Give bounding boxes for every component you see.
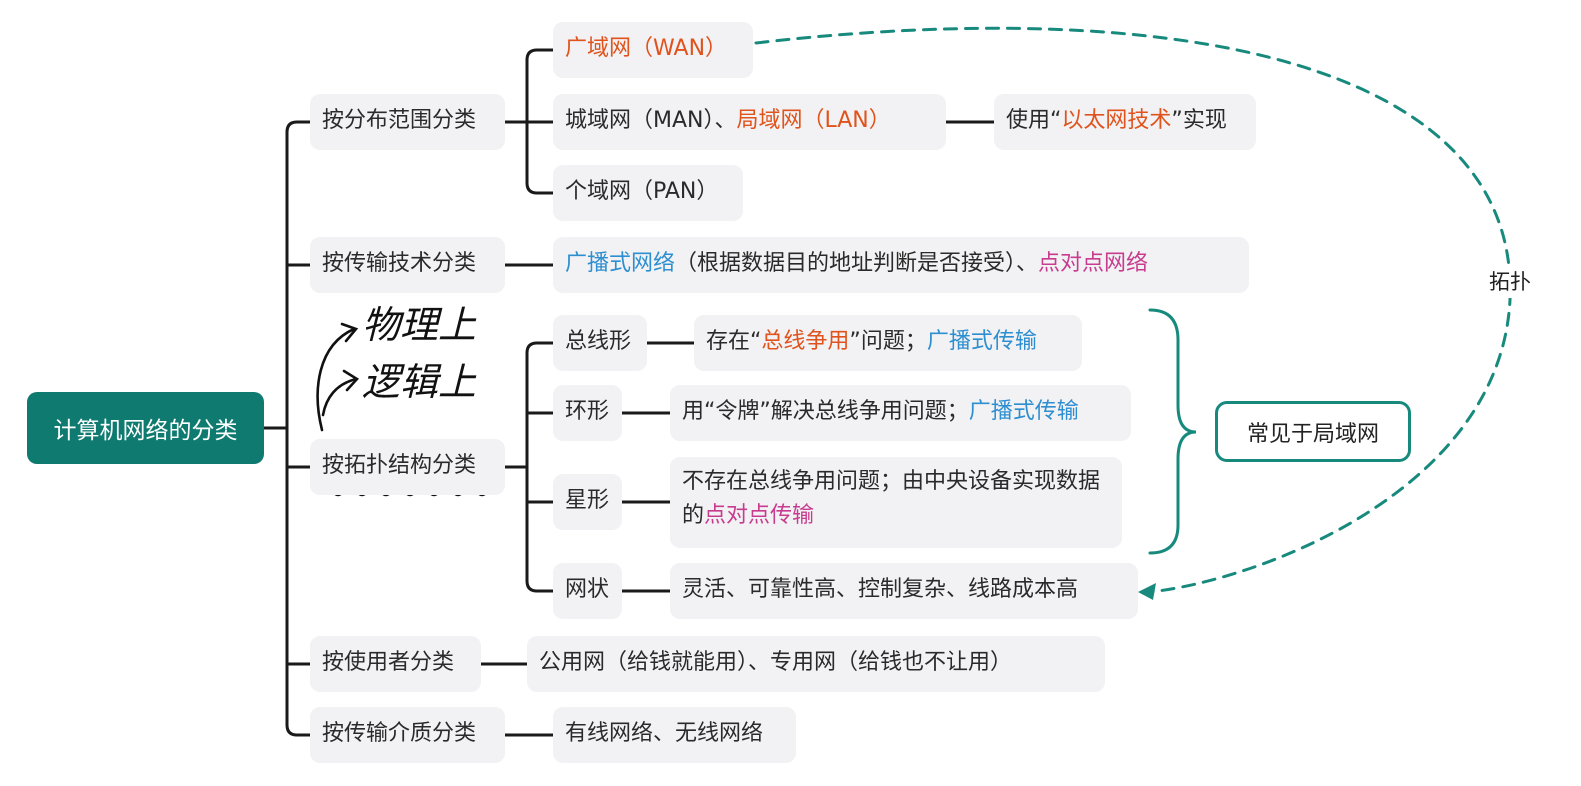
lan-note-highlight: 以太网技术 xyxy=(1061,108,1172,133)
node-ring[interactable]: 环形 xyxy=(553,385,622,441)
node-pan[interactable]: 个域网（PAN） xyxy=(553,165,743,221)
pan-label: 个域网（PAN） xyxy=(565,179,719,204)
lan-brace xyxy=(1148,308,1197,555)
node-bus[interactable]: 总线形 xyxy=(553,315,647,371)
lan-note-suffix: ”实现 xyxy=(1171,108,1227,133)
p2p-label: 点对点网络 xyxy=(1038,251,1149,276)
node-medium-detail[interactable]: 有线网络、无线网络 xyxy=(553,707,796,763)
node-bus-detail[interactable]: 存在“总线争用”问题；广播式传输 xyxy=(694,315,1082,371)
node-star[interactable]: 星形 xyxy=(553,474,622,530)
handwritten-arrow-lower xyxy=(321,377,358,417)
broadcast-label: 广播式网络 xyxy=(565,251,676,276)
bus-prefix: 存在“ xyxy=(706,329,762,354)
star-tail: 点对点传输 xyxy=(704,503,815,528)
branch-tech[interactable]: 按传输技术分类 xyxy=(310,237,505,293)
bus-highlight: 总线争用 xyxy=(761,329,850,354)
node-tech-detail[interactable]: 广播式网络（根据数据目的地址判断是否接受）、点对点网络 xyxy=(553,237,1249,293)
lan-label: 局域网（LAN） xyxy=(736,108,891,133)
node-ring-detail[interactable]: 用“令牌”解决总线争用问题；广播式传输 xyxy=(670,385,1131,441)
node-wan[interactable]: 广域网（WAN） xyxy=(553,22,753,78)
branch-medium[interactable]: 按传输介质分类 xyxy=(310,707,505,763)
node-mesh-detail[interactable]: 灵活、可靠性高、控制复杂、线路成本高 xyxy=(670,563,1138,619)
handwritten-logical: 逻辑上 xyxy=(362,360,477,404)
handwritten-arrow-upper xyxy=(316,327,356,432)
ring-text: 用“令牌”解决总线争用问题； xyxy=(682,399,969,424)
bus-middle: ”问题； xyxy=(849,329,927,354)
node-star-detail[interactable]: 不存在总线争用问题；由中央设备实现数据的点对点传输 xyxy=(670,457,1122,548)
man-label: 城域网（MAN）、 xyxy=(565,108,737,133)
branch-user[interactable]: 按使用者分类 xyxy=(310,636,481,692)
ring-tail: 广播式传输 xyxy=(968,399,1079,424)
lan-note-prefix: 使用“ xyxy=(1006,108,1062,133)
star-text: 不存在总线争用问题；由中央设备实现数据的 xyxy=(682,469,1101,528)
bus-tail: 广播式传输 xyxy=(926,329,1037,354)
tech-middle-text: （根据数据目的地址判断是否接受）、 xyxy=(675,251,1039,276)
wan-label: 广域网（WAN） xyxy=(565,36,728,61)
branch-range[interactable]: 按分布范围分类 xyxy=(310,94,505,150)
node-lan-note[interactable]: 使用“以太网技术”实现 xyxy=(994,94,1256,150)
handwritten-physical: 物理上 xyxy=(362,303,477,347)
topology-arc xyxy=(754,26,1512,594)
arrow-head-icon xyxy=(1138,583,1156,600)
lan-common-box[interactable]: 常见于局域网 xyxy=(1215,401,1411,462)
branch-topo[interactable]: 按拓扑结构分类 xyxy=(310,439,505,495)
node-mesh[interactable]: 网状 xyxy=(553,563,622,619)
root-node[interactable]: 计算机网络的分类 xyxy=(27,392,264,464)
node-man-lan[interactable]: 城域网（MAN）、局域网（LAN） xyxy=(553,94,946,150)
node-user-detail[interactable]: 公用网（给钱就能用）、专用网（给钱也不让用） xyxy=(527,636,1105,692)
topology-link-label: 拓扑 xyxy=(1489,264,1531,298)
